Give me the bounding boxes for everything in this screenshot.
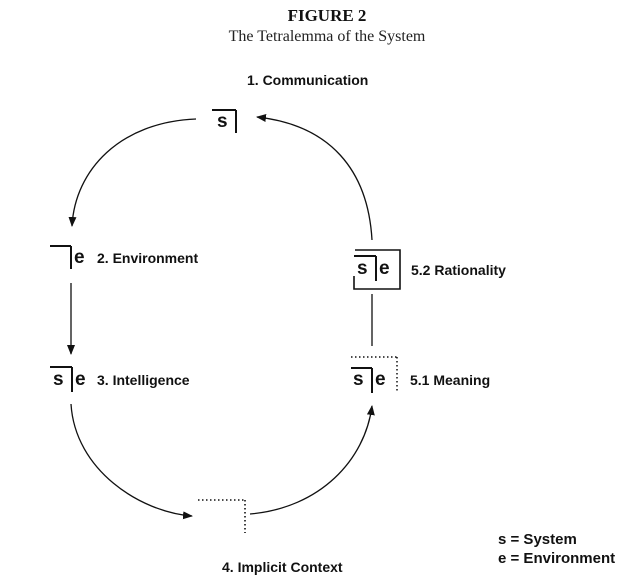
implicit-context-form-mark — [198, 499, 246, 533]
edge-intelligence-to-implicit-context — [70, 403, 193, 520]
node-label-intelligence: 3. Intelligence — [97, 372, 190, 388]
meaning-form-mark — [351, 356, 398, 393]
node-label-environment: 2. Environment — [97, 250, 199, 266]
edge-rationality-to-communication — [256, 114, 373, 241]
meaning-symbol-e: e — [375, 369, 386, 390]
node-label-implicit-context: 4. Implicit Context — [222, 559, 343, 575]
communication-form-mark — [212, 109, 237, 133]
rationality-symbol-s: s — [357, 258, 368, 279]
legend-item-environment: e = Environment — [498, 550, 616, 567]
edge-communication-to-environment — [68, 118, 197, 227]
communication-symbol-s: s — [217, 111, 228, 132]
rationality-symbol-e: e — [379, 258, 390, 279]
node-label-meaning: 5.1 Meaning — [410, 372, 491, 388]
intelligence-symbol-s: s — [53, 369, 64, 390]
rationality-form-mark — [353, 249, 401, 290]
intelligence-symbol-e: e — [75, 369, 86, 390]
figure-subtitle: The Tetralemma of the System — [228, 28, 426, 45]
environment-symbol-e: e — [74, 247, 85, 268]
figure-title: FIGURE 2 — [287, 6, 367, 25]
legend: s = System e = Environment — [498, 530, 615, 568]
node-label-rationality: 5.2 Rationality — [411, 262, 506, 278]
environment-form-mark — [50, 245, 72, 269]
meaning-symbol-s: s — [353, 369, 364, 390]
intelligence-form-mark — [50, 366, 73, 392]
legend-item-system: s = System — [498, 531, 577, 548]
node-label-communication: 1. Communication — [247, 72, 369, 88]
edge-implicit-context-to-meaning — [249, 405, 375, 515]
